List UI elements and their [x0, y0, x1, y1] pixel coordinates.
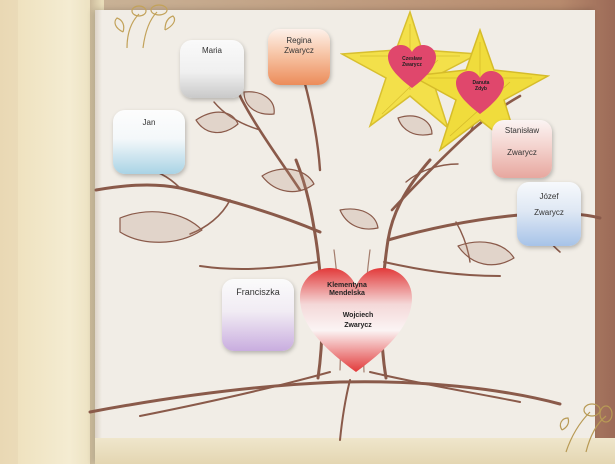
- card-regina: Regina Zwarycz: [268, 29, 330, 85]
- card-stanislaw-last: Zwarycz: [507, 148, 537, 158]
- heart-danuta-last: Zdyb: [462, 86, 500, 92]
- branch-upper-center: [304, 80, 320, 170]
- root-left: [140, 372, 330, 416]
- leaf: [340, 209, 378, 229]
- card-maria: Maria: [180, 40, 244, 98]
- root-right: [370, 372, 520, 402]
- main-heart-text-top: Klementyna Mendelska: [316, 282, 378, 299]
- card-jan: Jan: [113, 110, 185, 174]
- leaf: [196, 112, 238, 132]
- card-regina-last: Zwarycz: [284, 46, 314, 56]
- card-jozef-last: Zwarycz: [534, 208, 564, 218]
- card-maria-label: Maria: [202, 46, 222, 56]
- heart-danuta-text: Danuta Zdyb: [462, 80, 500, 92]
- main-heart-line3: Wojciech: [330, 312, 386, 320]
- heart-czeslaw-last: Zwarycz: [392, 62, 432, 68]
- leaf: [458, 242, 514, 265]
- heart-danuta-icon: [454, 70, 506, 116]
- card-regina-first: Regina: [286, 36, 311, 46]
- leaf: [262, 169, 314, 192]
- card-jozef: Józef Zwarycz: [517, 182, 581, 246]
- card-franciszka-label: Franciszka: [236, 287, 280, 299]
- card-jan-label: Jan: [143, 118, 156, 128]
- main-heart-line2: Mendelska: [316, 290, 378, 298]
- main-heart-line4: Zwarycz: [330, 322, 386, 330]
- root-center: [340, 380, 350, 440]
- main-heart-line1: Klementyna: [316, 282, 378, 290]
- card-jozef-first: Józef: [539, 192, 558, 202]
- main-heart-text-bottom: Wojciech Zwarycz: [330, 312, 386, 331]
- card-franciszka: Franciszka: [222, 279, 294, 351]
- card-stanislaw-first: Stanisław: [505, 126, 539, 136]
- leaf: [120, 212, 202, 243]
- heart-czeslaw-text: Czesław Zwarycz: [392, 56, 432, 68]
- card-stanislaw: Stanisław Zwarycz: [492, 120, 552, 178]
